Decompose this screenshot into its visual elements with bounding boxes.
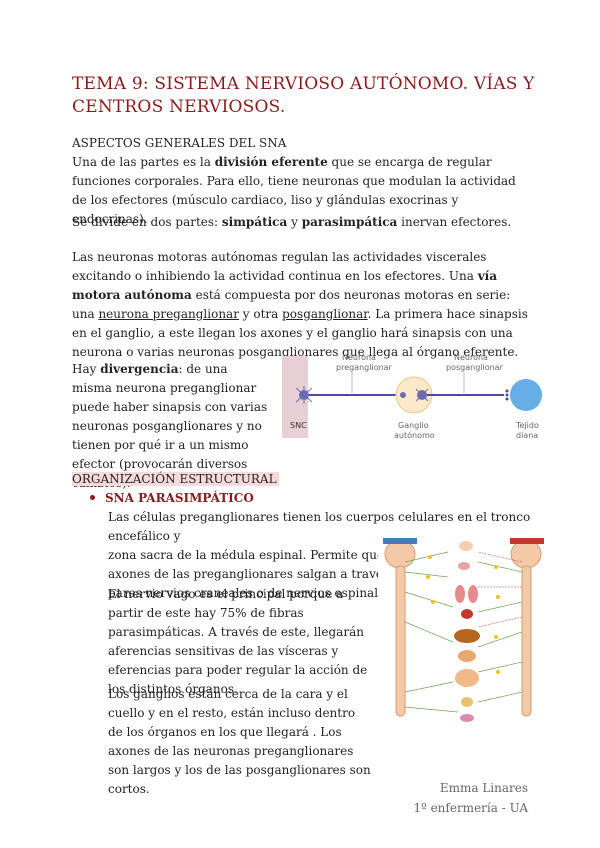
ganglion-label: Ganglio autónomo	[394, 421, 435, 440]
paragraph-via-motora: Las neuronas motoras autónomas regulan l…	[72, 248, 532, 362]
heart-organ	[461, 609, 473, 619]
section-heading-organizacion: ORGANIZACIÓN ESTRUCTURAL	[72, 470, 279, 489]
text: pares nervios craneales o de nervios esp…	[108, 586, 439, 600]
target-tissue	[510, 379, 542, 411]
liver-organ	[454, 629, 480, 643]
ganglion-label-2: autónomo	[394, 430, 435, 440]
postganglionic-label-2: posganglionar	[446, 363, 504, 372]
highlighted-heading: ORGANIZACIÓN ESTRUCTURAL	[72, 472, 279, 486]
eye-organ	[459, 541, 473, 551]
paragraph-divergencia: Hay divergencia: de una misma neurona pr…	[72, 360, 268, 493]
lung-organ	[468, 585, 478, 603]
nerve-lines	[404, 551, 523, 713]
footer: Emma Linares 1º enfermería - UA	[413, 778, 528, 818]
author-name: Emma Linares	[439, 781, 528, 795]
bullet-parasimpatico: SNA PARASIMPÁTICO	[90, 489, 254, 508]
postganglionic-label-1: Neurona	[454, 353, 488, 362]
postganglionic-label: Neurona posganglionar	[446, 353, 504, 372]
brain-left	[384, 539, 416, 569]
stomach-organ	[458, 650, 476, 662]
underlined-term: posganglionar	[282, 307, 368, 321]
paragraph-division-eferente: Una de las partes es la división eferent…	[72, 153, 532, 229]
intestine-organ	[455, 669, 479, 687]
paragraph-partes: Se divide en dos partes: simpática y par…	[72, 213, 532, 232]
course-info: 1º enfermería - UA	[413, 801, 528, 815]
parasympathetic-anatomy-figure	[378, 532, 548, 728]
target-label-1: Tejido	[515, 421, 539, 430]
bold-term: vía motora autónoma	[72, 269, 497, 302]
target-label: Tejido diana	[515, 421, 541, 440]
text: está compuesta por dos neuronas motoras …	[72, 288, 511, 321]
ganglion-label-1: Ganglio	[398, 421, 429, 430]
underlined-term: neurona preganglionar	[98, 307, 239, 321]
text: : de una misma neurona preganglionar pue…	[72, 362, 268, 490]
bold-term: simpática	[221, 215, 288, 229]
bold-term: división eferente	[214, 155, 328, 169]
text: . La primera hace sinapsis en el ganglio…	[72, 307, 528, 359]
ganglion-dots	[426, 555, 500, 674]
figure-tag	[383, 538, 417, 544]
reproductive-organ	[460, 714, 474, 722]
axon-terminals	[505, 389, 509, 401]
section-heading-aspectos: ASPECTOS GENERALES DEL SNA	[72, 136, 287, 150]
text: Las neuronas motoras autónomas regulan l…	[72, 250, 487, 283]
paragraph-ganglios: Los ganglios están cerca de la cara y el…	[108, 687, 371, 796]
bladder-organ	[461, 697, 473, 707]
bullet-dot-icon	[90, 495, 95, 500]
text: y	[287, 215, 302, 229]
bullet-label: SNA PARASIMPÁTICO	[105, 491, 254, 505]
neuron-pathway-diagram: SNC Neurona preganglionar Neurona posgan…	[282, 353, 542, 440]
postganglionic-dendrites	[415, 388, 429, 402]
preganglionic-label-1: Neurona	[342, 353, 376, 362]
gland-organ	[458, 562, 470, 570]
preganglionic-dendrites	[295, 386, 313, 404]
snc-label: SNC	[290, 421, 307, 430]
spinal-cord-left	[395, 565, 406, 717]
spinal-cord-right	[521, 565, 532, 717]
text: y otra	[238, 307, 283, 321]
bold-term: parasimpática	[301, 215, 398, 229]
text: Una de las partes es la	[72, 155, 215, 169]
paragraph-nervio-vago: El nervio vago es el principal porque a …	[108, 587, 368, 696]
text: Hay	[72, 362, 101, 376]
text: Las células preganglionares tienen los c…	[108, 510, 531, 543]
bold-term: divergencia	[100, 362, 179, 376]
preganglionic-label-2: preganglionar	[336, 363, 393, 372]
text: inervan efectores.	[397, 215, 512, 229]
brain-right	[510, 539, 542, 569]
text: Se divide en dos partes:	[72, 215, 222, 229]
preganglionic-label: Neurona preganglionar	[336, 353, 393, 372]
text: zona sacra de la médula espinal. Permite…	[108, 548, 406, 562]
text: que se encarga de regular funciones corp…	[72, 155, 516, 226]
figure-tag	[510, 538, 544, 544]
lung-organ	[455, 585, 465, 603]
text: axones de las preganglionares salgan a t…	[108, 567, 420, 581]
page-title: TEMA 9: SISTEMA NERVIOSO AUTÓNOMO. VÍAS …	[72, 74, 535, 117]
synapse-dot	[400, 392, 406, 398]
paragraph-celulas-preganglionares-intro: Las células preganglionares tienen los c…	[108, 508, 533, 603]
nerve-lines-dashed	[477, 551, 523, 628]
target-label-2: diana	[516, 431, 538, 440]
